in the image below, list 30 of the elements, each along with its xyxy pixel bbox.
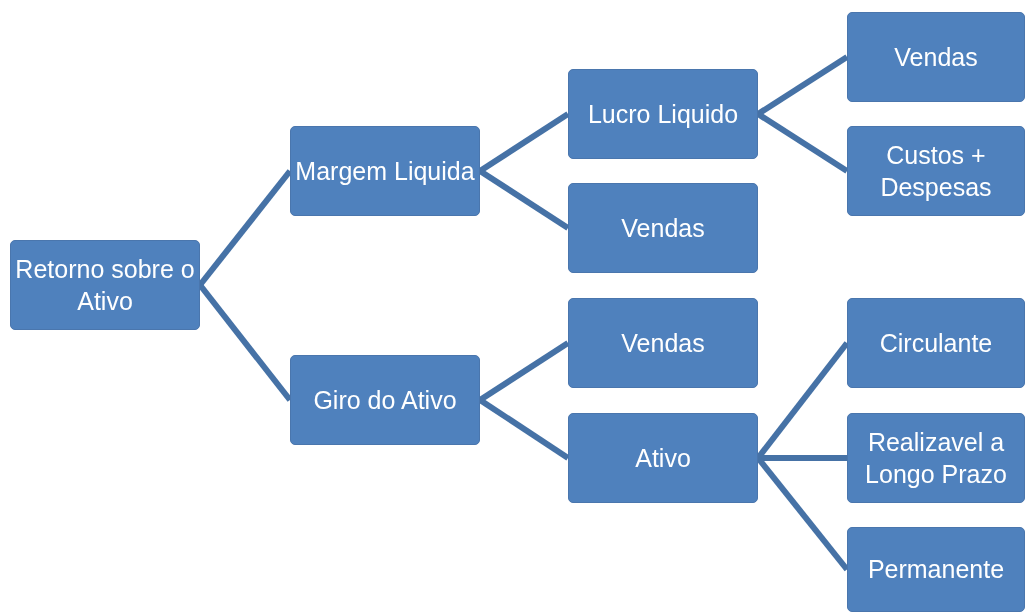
connector-line	[478, 340, 570, 403]
box-label: Permanente	[867, 554, 1005, 586]
box-label: Vendas	[621, 212, 705, 244]
box-label: Custos + Despesas	[879, 139, 993, 203]
connector-line	[478, 168, 570, 231]
box-label: Vendas	[894, 41, 978, 73]
box-label: Margem Liquida	[295, 155, 475, 187]
process-box	[847, 527, 1025, 612]
process-box	[568, 413, 758, 503]
process-box	[568, 69, 758, 159]
process-box	[568, 183, 758, 273]
connector-line	[756, 111, 849, 174]
process-box	[847, 126, 1025, 216]
process-box	[847, 298, 1025, 388]
box-label: Realizavel a Longo Prazo	[864, 426, 1008, 490]
process-box	[290, 126, 480, 216]
connector-line	[756, 54, 849, 117]
box-label: Circulante	[879, 327, 993, 359]
box-label: Lucro Liquido	[587, 98, 739, 130]
connector-line	[478, 111, 570, 174]
box-label: Giro do Ativo	[313, 384, 457, 416]
process-box	[10, 240, 200, 330]
box-label: Ativo	[635, 442, 691, 474]
connector-line	[478, 397, 570, 461]
process-box	[847, 413, 1025, 503]
process-box	[290, 355, 480, 445]
box-label: Vendas	[621, 327, 705, 359]
box-label: Retorno sobre o Ativo	[15, 253, 195, 317]
process-box	[847, 12, 1025, 102]
process-box	[568, 298, 758, 388]
